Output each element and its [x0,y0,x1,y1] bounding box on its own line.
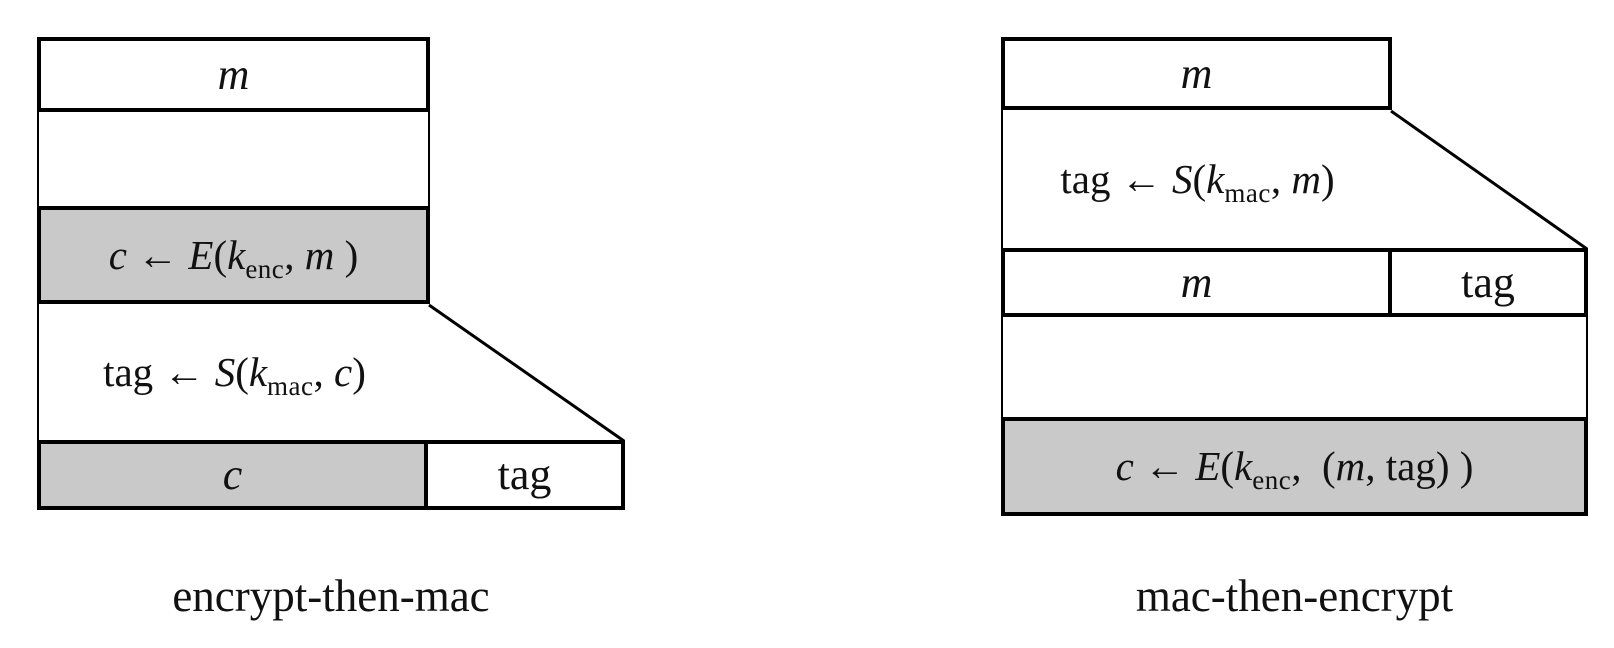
left-arrow-glyph: ← [1120,155,1172,202]
formula-segment: tag [1385,443,1436,489]
formula-segment: k [227,231,246,278]
formula-segment: E [188,231,214,278]
formula-segment: c [108,231,138,278]
etm-ciphertext-label: c [222,450,243,499]
formula-segment: c [1115,443,1145,489]
mte-message-label: m [1180,48,1213,98]
formula-segment: , [1270,155,1292,202]
etm-tag-label: tag [497,450,552,499]
formula-segment: c [334,348,353,395]
formula-segment: m [304,231,335,278]
enc-subscript: enc [1252,465,1292,495]
formula-segment: ( [1321,443,1336,489]
mac-subscript: mac [267,370,314,401]
formula-segment: m [1291,155,1321,202]
etm-ciphertext-cell: c [37,440,428,510]
mte-message-box: m [1001,37,1392,110]
mte-caption: mac-then-encrypt [1135,571,1454,621]
formula-segment: ) [352,348,366,395]
formula-segment: , [1365,443,1386,489]
formula-segment: , [313,348,335,395]
formula-segment: ( [1220,443,1235,489]
mte-message-cell-label: m [1180,257,1213,307]
formula-segment: ( [1192,155,1207,202]
formula-segment: ) [1459,443,1474,489]
mte-tag-cell: tag [1392,248,1588,317]
mte-mac-formula: tag ← S(kmac, m) [1060,155,1335,206]
etm-message-box: m [37,37,430,112]
etm-message-label: m [217,49,250,99]
mte-message-cell: m [1001,248,1392,317]
formula-segment: S [1171,155,1193,202]
left-arrow-glyph: ← [163,348,215,395]
mte-encrypt-formula: c ← E(kenc, (m, tag) ) [1115,443,1474,494]
formula-segment: tag [1060,155,1121,202]
etm-encrypt-formula: c ← E(kenc, m ) [108,231,359,282]
left-arrow-glyph: ← [137,231,189,278]
mte-mac-region: tag ← S(kmac, m) [1001,110,1392,248]
etm-encrypt-box: c ← E(kenc, m ) [37,206,430,304]
etm-caption: encrypt-then-mac [172,571,490,621]
formula-segment: ) [334,231,359,278]
formula-segment: tag [103,348,164,395]
formula-segment: , [284,231,305,278]
mte-tag-cell-label: tag [1461,257,1515,307]
formula-segment: S [214,348,236,395]
formula-segment: ) [1435,443,1460,489]
etm-mac-formula: tag ← S(kmac, c) [103,348,366,399]
etm-tag-cell: tag [428,440,625,510]
formula-segment: k [1206,155,1225,202]
formula-segment: E [1195,443,1221,489]
formula-segment: ( [213,231,228,278]
formula-segment: ( [235,348,249,395]
formula-segment: ) [1320,155,1335,202]
formula-segment: m [1335,443,1366,489]
etm-gap-region [37,112,430,206]
left-arrow-glyph: ← [1144,443,1196,489]
formula-segment: k [1234,443,1253,489]
formula-segment: , [1291,443,1322,489]
mte-encrypt-box: c ← E(kenc, (m, tag) ) [1001,417,1588,516]
etm-mac-region: tag ← S(kmac, c) [37,304,430,440]
formula-segment: k [248,348,268,395]
mte-diagonal-line [1390,109,1588,251]
mte-gap-region [1001,317,1588,417]
mac-subscript: mac [1224,177,1271,208]
enc-subscript: enc [245,253,285,284]
etm-diagonal-line [428,303,625,443]
